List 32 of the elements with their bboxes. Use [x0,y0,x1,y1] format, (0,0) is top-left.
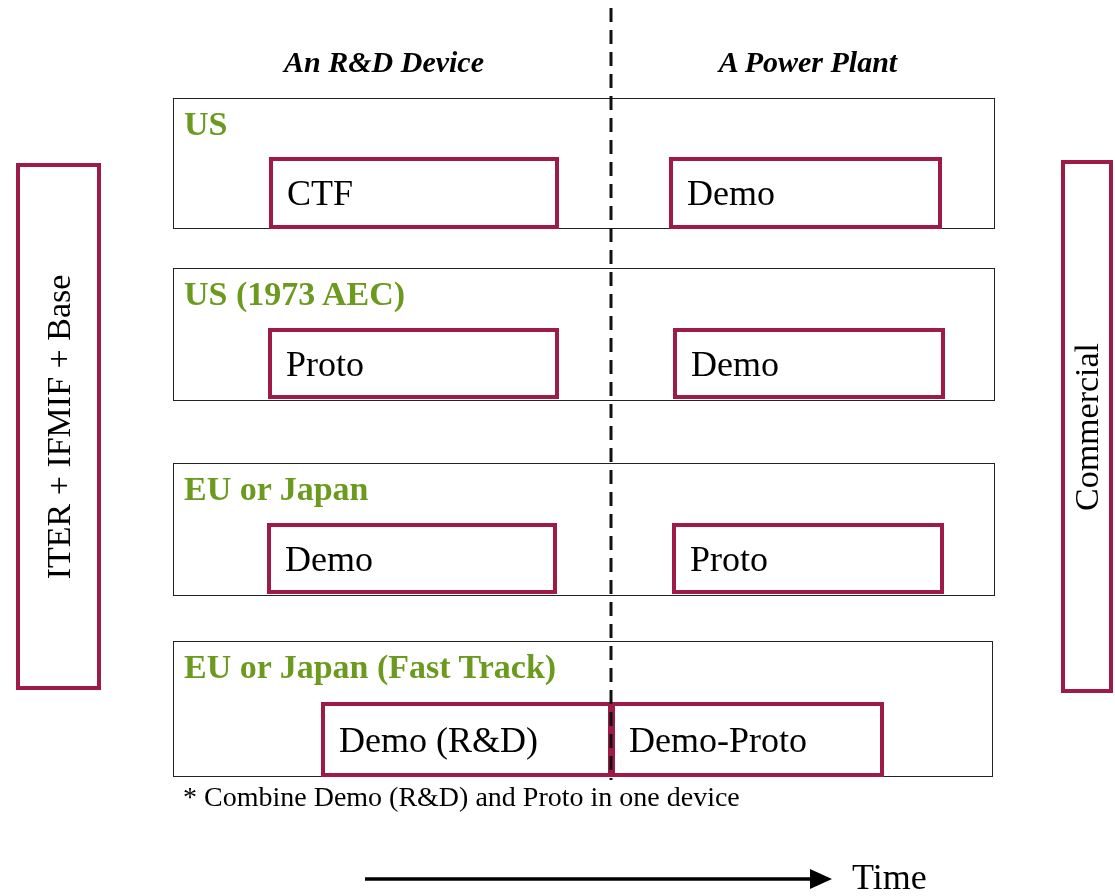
panel-heading: US (1973 AEC) [184,275,406,313]
group-panel [173,463,995,596]
box-label: Proto [286,342,364,385]
box-label: Commercial [1068,342,1106,511]
device-box [269,157,559,229]
device-box [669,157,942,229]
group-panel [173,98,995,229]
group-panel [173,641,993,777]
box-label: CTF [287,172,354,214]
box-label: Demo [687,172,775,214]
column-heading: An R&D Device [284,45,484,79]
box-label: Demo-Proto [629,718,807,761]
device-box [267,523,557,594]
stage-box [16,163,101,690]
panel-heading: EU or Japan (Fast Track) [184,648,557,686]
box-label: Demo [285,537,373,580]
box-label: ITER + IFMIF + Base [39,274,78,579]
device-box [673,328,945,399]
column-heading: A Power Plant [718,45,898,79]
group-panel [173,268,995,401]
panel-heading: US [184,105,228,143]
box-label: Demo [691,342,779,385]
device-box [268,328,559,399]
footnote: * Combine Demo (R&D) and Proto in one device [183,781,740,813]
box-label: Proto [690,537,768,580]
device-box [672,523,944,594]
box-label: Demo (R&D) [339,718,538,761]
device-box [611,702,884,777]
axis-label: Time [852,856,927,896]
device-box [321,702,612,777]
panel-heading: EU or Japan [184,470,369,508]
stage-box [1061,160,1113,693]
